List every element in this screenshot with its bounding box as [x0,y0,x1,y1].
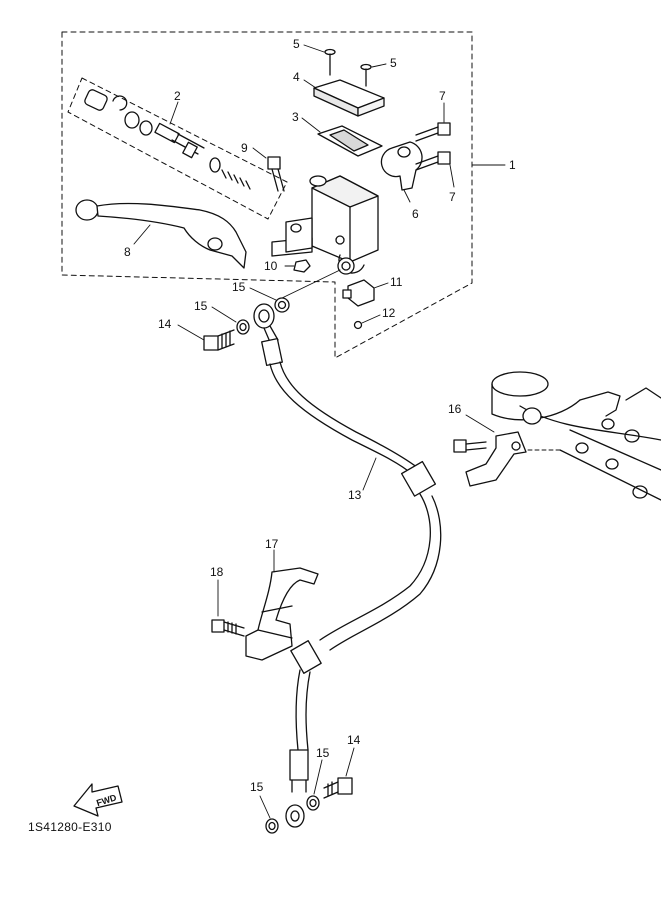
callout-5b: 5 [390,56,397,70]
callout-16: 16 [448,402,462,416]
callout-15b: 15 [232,280,246,294]
brake-switch-11 [342,279,389,330]
lower-washers-15 [259,759,323,834]
fork-bracket [491,371,661,501]
callout-7a: 7 [439,89,446,103]
bolt-9 [252,147,285,192]
screws-5 [303,44,387,87]
callout-3: 3 [292,110,299,124]
callout-8: 8 [124,245,131,259]
callout-1: 1 [509,158,516,172]
reservoir-cap-4 [303,79,385,117]
hose-guide-17 [245,549,319,661]
brake-hose-13 [253,303,442,828]
master-cylinder-body [271,175,379,275]
callout-13: 13 [348,488,362,502]
callout-14b: 14 [347,733,361,747]
diaphragm-3 [301,117,383,157]
callout-5a: 5 [293,37,300,51]
nut-10 [284,259,311,273]
catalog-code: 1S41280-E310 [28,820,112,834]
callout-17: 17 [265,537,279,551]
bolt-18 [211,579,245,637]
fwd-arrow-icon: FWD [73,783,123,817]
clamp-6 [380,141,423,203]
piston-kit-dashed-outline [67,77,288,220]
bolts-7 [415,102,455,188]
lower-banjo-bolt-14 [323,747,355,799]
callout-14a: 14 [158,317,172,331]
brake-lever-8 [75,199,247,269]
hose-bracket-16 [453,414,527,487]
callout-4: 4 [293,70,300,84]
callout-2: 2 [174,89,181,103]
leader-2 [169,101,179,125]
piston-kit-parts [84,89,251,190]
upper-banjo-bolt-14 [177,324,235,351]
callout-6: 6 [412,207,419,221]
callout-9: 9 [241,141,248,155]
callout-15a: 15 [194,299,208,313]
callout-15d: 15 [250,780,264,794]
assembly-1-dashed-outline [61,31,473,359]
callout-18: 18 [210,565,224,579]
callout-10: 10 [264,259,278,273]
callout-15c: 15 [316,746,330,760]
callout-7b: 7 [449,190,456,204]
callout-12: 12 [382,306,396,320]
upper-washers-15 [211,269,341,335]
callout-11: 11 [390,275,403,289]
